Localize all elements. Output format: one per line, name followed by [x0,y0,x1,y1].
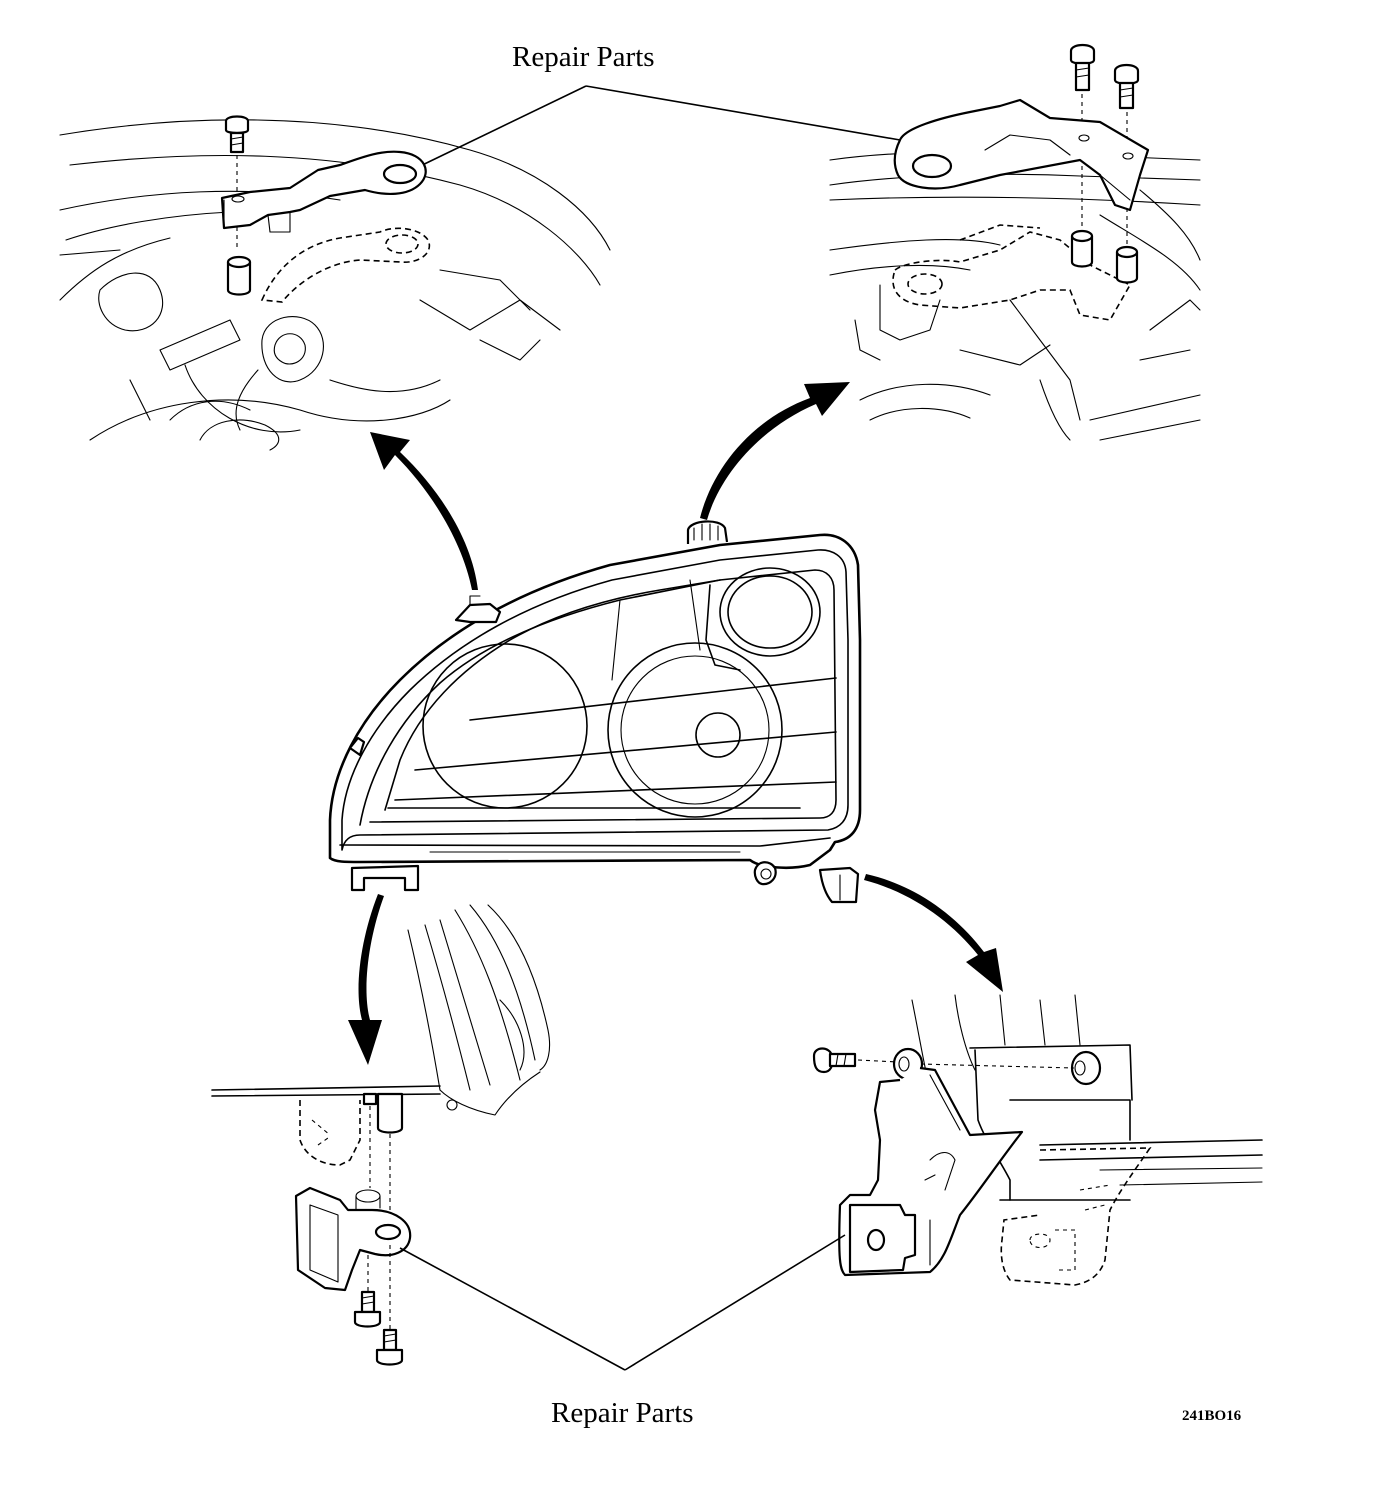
bracket-repair-part-top-left [220,150,427,233]
bottom-repair-parts-label: Repair Parts [551,1397,694,1429]
arrow-to-bottom-right-icon [864,874,1003,992]
top-repair-parts-label: Repair Parts [512,41,655,73]
arrow-to-top-right-icon [700,382,850,520]
screw-icon [375,1328,404,1366]
screw-icon [353,1290,382,1328]
screw-icon [1113,63,1140,110]
top-leader-lines [411,85,901,171]
top-right-detail-view [829,43,1201,441]
figure-code: 241BO16 [1182,1408,1242,1424]
adjuster-knob-icon [686,520,729,544]
screw-icon [1069,43,1096,92]
top-left-detail-view [59,115,611,451]
arrow-to-top-left-icon [370,432,478,590]
arrow-to-bottom-left-icon [348,894,384,1065]
screw-icon [812,1047,857,1074]
bottom-right-detail-view [812,994,1263,1286]
bracket-repair-part-bottom-left [294,1186,412,1292]
headlamp-assembly [328,520,862,904]
screw-icon [224,115,250,154]
bracket-repair-part-top-right [893,98,1150,212]
bottom-leader-lines [399,1234,846,1371]
bracket-repair-part-bottom-right [838,1047,1024,1277]
bottom-left-detail-view [211,904,551,1366]
